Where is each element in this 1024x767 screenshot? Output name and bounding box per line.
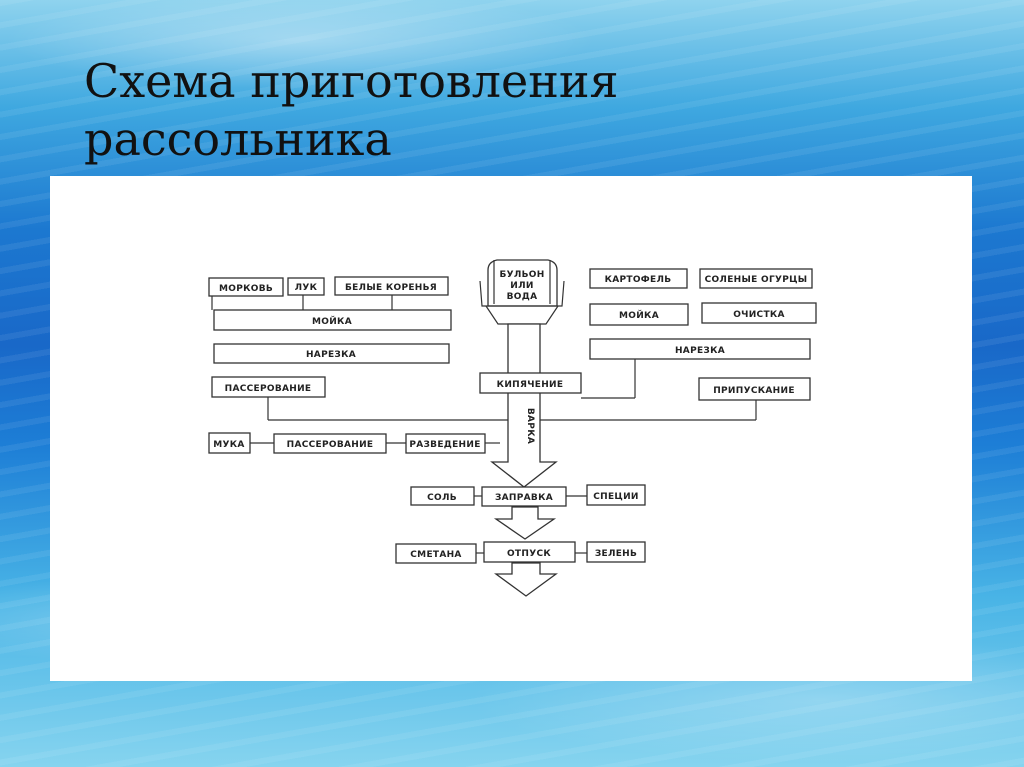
box-moyka-right (589, 303, 689, 326)
label-belye-korenya: БЕЛЫЕ КОРЕНЬЯ (345, 283, 437, 293)
box-razvedenie (405, 433, 486, 454)
label-muka: МУКА (213, 440, 244, 450)
label-kipyachenie: КИПЯЧЕНИЕ (497, 380, 564, 390)
zapravka-arrow (493, 506, 557, 540)
label-zapravka: ЗАПРАВКА (495, 493, 553, 503)
label-narezka-left: НАРЕЗКА (306, 350, 356, 360)
label-sol: СОЛЬ (427, 493, 457, 503)
slide-title-line-2: рассольника (84, 112, 392, 166)
box-muka (208, 432, 251, 454)
label-narezka-right: НАРЕЗКА (675, 346, 725, 356)
box-specii (586, 484, 646, 506)
box-morkov (208, 277, 284, 297)
box-otpusk (483, 541, 576, 563)
pot-handles (479, 280, 565, 307)
diagram-boxes (208, 268, 817, 564)
box-kartofel (589, 268, 688, 289)
label-varka: ВАРКА (525, 408, 535, 444)
box-narezka-right (589, 338, 811, 360)
box-zelen (586, 541, 646, 563)
box-smetana (395, 543, 477, 564)
otpusk-arrow (494, 562, 558, 597)
label-passerovanie-top: ПАССЕРОВАНИЕ (225, 384, 312, 394)
label-bulyon-2: ИЛИ (510, 281, 533, 291)
box-moyka-left (213, 309, 452, 331)
box-luk (287, 277, 325, 296)
label-kartofel: КАРТОФЕЛЬ (605, 275, 672, 285)
box-pripuskanie (698, 377, 811, 401)
flow-diagram: МОРКОВЬ ЛУК БЕЛЫЕ КОРЕНЬЯ МОЙКА НАРЕЗКА … (208, 259, 817, 597)
label-pripuskanie: ПРИПУСКАНИЕ (713, 386, 795, 396)
connector-lines (211, 295, 757, 554)
label-luk: ЛУК (295, 283, 318, 293)
varka-arrow (490, 323, 558, 488)
slide-title-line-1: Схема приготовления (84, 54, 619, 108)
box-kipyachenie (479, 372, 582, 394)
label-specii: СПЕЦИИ (593, 492, 639, 502)
label-moyka-left: МОЙКА (312, 315, 352, 327)
box-passerovanie-flour (273, 433, 387, 454)
label-bulyon-1: БУЛЬОН (499, 270, 544, 280)
label-solenye-ogurcy: СОЛЕНЫЕ ОГУРЦЫ (705, 275, 808, 285)
pot-base (485, 305, 559, 325)
label-morkov: МОРКОВЬ (219, 284, 273, 294)
label-razvedenie: РАЗВЕДЕНИЕ (409, 440, 480, 450)
slide-title: Схема приготовления рассольника (84, 52, 619, 168)
label-otpusk: ОТПУСК (507, 549, 551, 559)
pot-shape (479, 259, 565, 325)
label-zelen: ЗЕЛЕНЬ (595, 549, 637, 559)
label-moyka-right: МОЙКА (619, 309, 659, 321)
label-bulyon-3: ВОДА (507, 292, 538, 302)
label-ochistka: ОЧИСТКА (733, 310, 785, 320)
diagram-labels: МОРКОВЬ ЛУК БЕЛЫЕ КОРЕНЬЯ МОЙКА НАРЕЗКА … (213, 270, 807, 560)
box-narezka-left (213, 343, 450, 364)
box-sol (410, 486, 475, 506)
box-belye-korenya (334, 276, 449, 296)
label-passerovanie-flour: ПАССЕРОВАНИЕ (287, 440, 374, 450)
diagram-panel: МОРКОВЬ ЛУК БЕЛЫЕ КОРЕНЬЯ МОЙКА НАРЕЗКА … (50, 176, 972, 681)
box-solenye-ogurcy (699, 268, 813, 289)
box-passerovanie-top (211, 376, 326, 398)
label-smetana: СМЕТАНА (410, 550, 461, 560)
pot-body (487, 259, 558, 307)
box-ochistka (701, 302, 817, 324)
box-zapravka (481, 486, 567, 507)
